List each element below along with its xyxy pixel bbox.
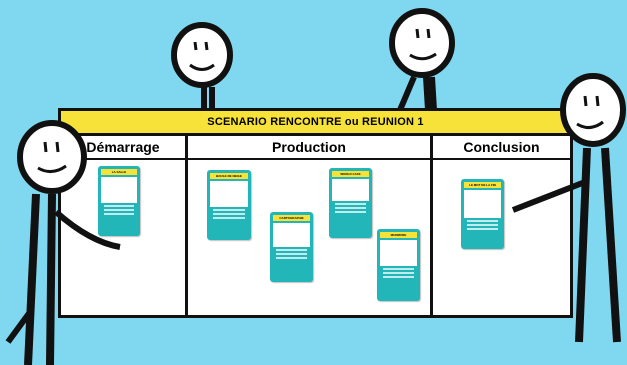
card-title: CARTOGRAPHIE bbox=[273, 215, 310, 221]
board-title: SCENARIO RENCONTRE ou REUNION 1 bbox=[61, 111, 570, 136]
card-text-line bbox=[383, 276, 414, 278]
card-text-line bbox=[276, 249, 307, 251]
column-label: Production bbox=[188, 136, 430, 160]
card-text-line bbox=[467, 228, 498, 230]
column-divider bbox=[430, 136, 433, 315]
card-text-line bbox=[276, 253, 307, 255]
card-illustration bbox=[101, 177, 137, 203]
column-demarrage: Démarrage bbox=[61, 136, 185, 315]
card-text-line bbox=[467, 224, 498, 226]
activity-card[interactable]: BOULE DE NEIGE bbox=[207, 170, 251, 240]
card-illustration bbox=[380, 240, 417, 266]
card-illustration bbox=[332, 179, 369, 201]
column-conclusion: Conclusion bbox=[433, 136, 570, 315]
column-divider bbox=[185, 136, 188, 315]
card-text-line bbox=[383, 272, 414, 274]
card-text-line bbox=[104, 205, 134, 207]
card-text-line bbox=[467, 220, 498, 222]
card-text-line bbox=[213, 209, 245, 211]
card-text-line bbox=[383, 268, 414, 270]
card-text-line bbox=[213, 217, 245, 219]
card-text-line bbox=[104, 213, 134, 215]
card-text-line bbox=[276, 257, 307, 259]
column-label: Conclusion bbox=[433, 136, 570, 160]
card-text-line bbox=[335, 207, 366, 209]
stick-figure-front-left bbox=[5, 120, 121, 365]
activity-card[interactable]: WORLD CAFE bbox=[329, 168, 372, 238]
stick-figure-back-right bbox=[389, 8, 455, 110]
card-title: BOULE DE NEIGE bbox=[210, 173, 248, 179]
activity-card[interactable]: MURMURE bbox=[377, 229, 420, 301]
stick-figure-front-right bbox=[511, 73, 626, 343]
card-text-line bbox=[335, 211, 366, 213]
card-text-line bbox=[335, 203, 366, 205]
card-title: LE MOT DE LA FIN bbox=[464, 182, 501, 188]
stick-figure-back-left bbox=[171, 22, 233, 115]
card-illustration bbox=[464, 190, 501, 218]
column-label: Démarrage bbox=[61, 136, 185, 160]
activity-card[interactable]: LE MOT DE LA FIN bbox=[461, 179, 504, 249]
card-title: WORLD CAFE bbox=[332, 171, 369, 177]
card-title: LA SALLE bbox=[101, 169, 137, 175]
column-production: Production bbox=[188, 136, 430, 315]
card-illustration bbox=[273, 223, 310, 247]
activity-card[interactable]: CARTOGRAPHIE bbox=[270, 212, 313, 282]
activity-card[interactable]: LA SALLE bbox=[98, 166, 140, 236]
card-text-line bbox=[213, 213, 245, 215]
card-text-line bbox=[104, 209, 134, 211]
card-title: MURMURE bbox=[380, 232, 417, 238]
card-illustration bbox=[210, 181, 248, 207]
scenario-board: SCENARIO RENCONTRE ou REUNION 1 Démarrag… bbox=[58, 108, 573, 318]
